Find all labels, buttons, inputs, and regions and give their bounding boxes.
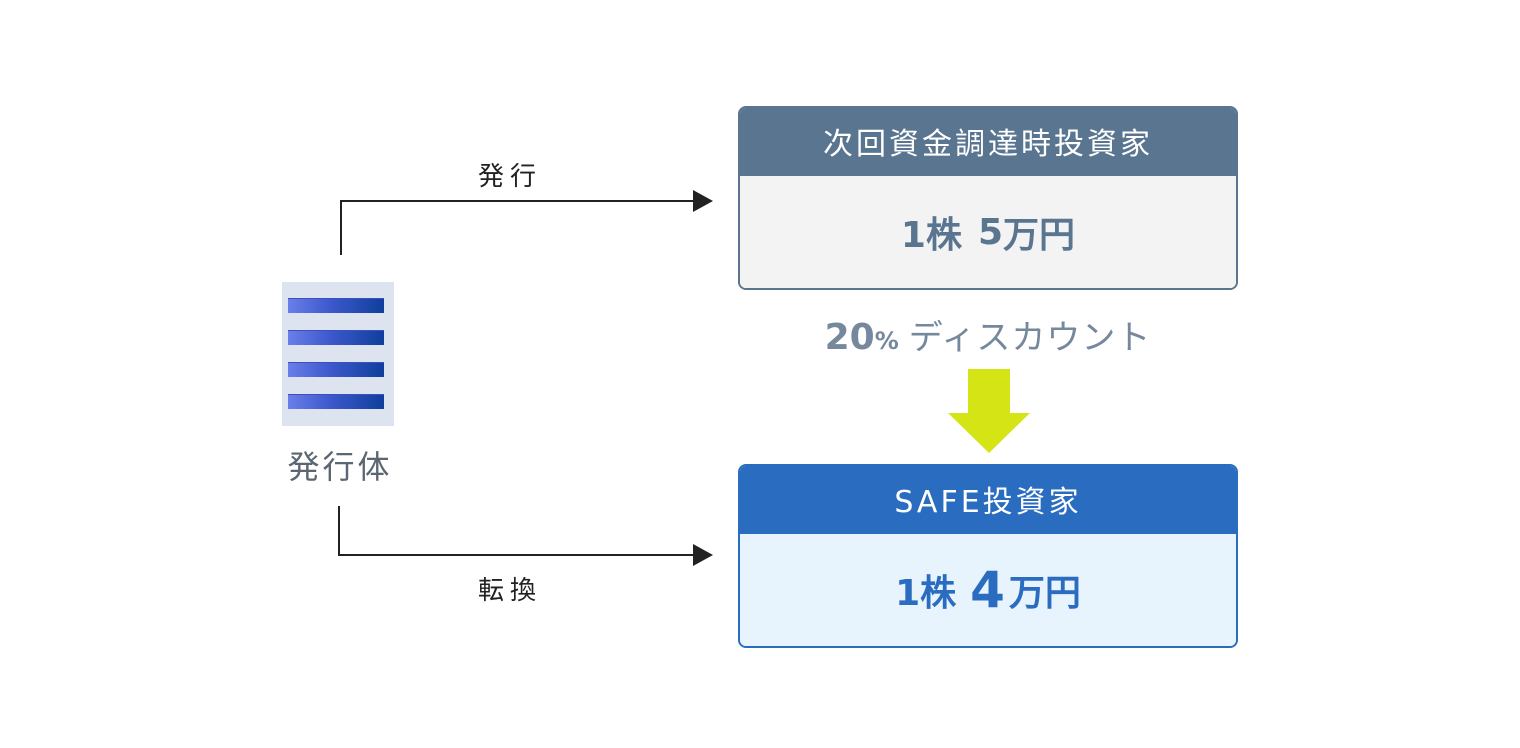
building-floor-bar	[288, 298, 384, 313]
price-amount: 5	[977, 211, 1004, 253]
safe-investor-box: SAFE投資家 1株 4 万円	[738, 464, 1238, 648]
safe-investor-title: SAFE投資家	[740, 466, 1236, 534]
building-floor-bar	[288, 394, 384, 409]
issuer-building-icon	[282, 282, 394, 426]
issue-connector-vertical	[340, 200, 342, 255]
convert-connector-horizontal	[338, 554, 696, 556]
issue-connector-horizontal	[340, 200, 696, 202]
building-floor-bar	[288, 330, 384, 345]
issue-flow-label: 発行	[478, 162, 543, 192]
price-amount: 4	[970, 561, 1005, 619]
price-prefix: 1株	[900, 215, 962, 256]
discount-percent: %	[874, 327, 899, 355]
discount-number: 20	[824, 317, 875, 358]
down-arrow-icon	[948, 369, 1030, 453]
issuer-label: 発行体	[287, 448, 393, 486]
discount-text: ディスカウント	[908, 318, 1152, 358]
safe-investor-price: 1株 4 万円	[740, 534, 1236, 646]
convert-connector-vertical	[338, 506, 340, 556]
issue-arrowhead-icon	[693, 190, 713, 212]
next-round-investor-price: 1株 5 万円	[740, 176, 1236, 288]
building-floor-bar	[288, 362, 384, 377]
next-round-investor-box: 次回資金調達時投資家 1株 5 万円	[738, 106, 1238, 290]
convert-flow-label: 転換	[478, 576, 543, 606]
next-round-investor-title: 次回資金調達時投資家	[740, 108, 1236, 176]
discount-label: 20% ディスカウント	[738, 310, 1238, 359]
convert-arrowhead-icon	[693, 544, 713, 566]
price-prefix: 1株	[895, 573, 957, 614]
price-unit: 万円	[1008, 573, 1081, 614]
price-unit: 万円	[1003, 215, 1076, 256]
